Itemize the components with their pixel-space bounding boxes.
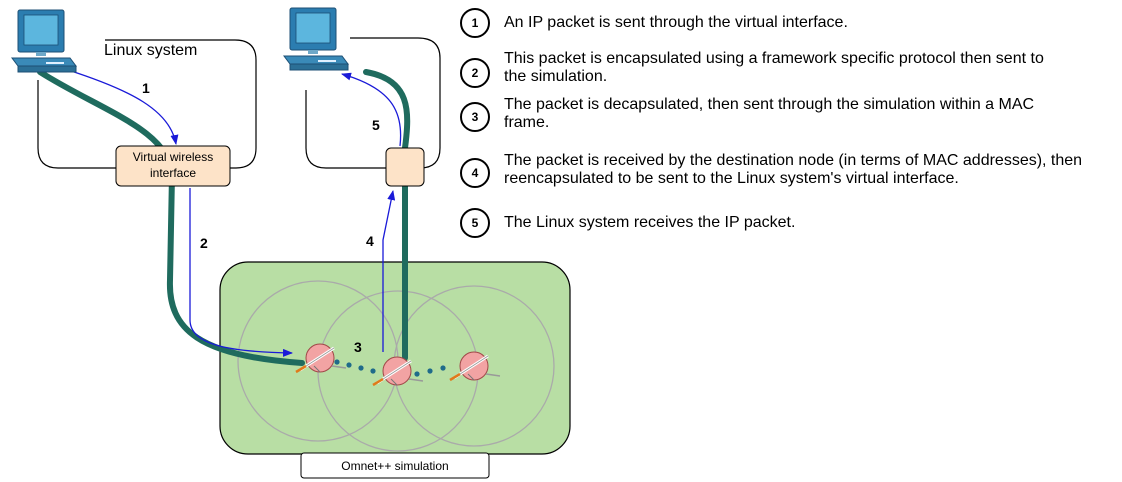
arrow-label-3: 3	[354, 339, 362, 355]
step-text-5: The Linux system receives the IP packet.	[504, 214, 796, 231]
step-text-3: The packet is decapsulated, then sent th…	[504, 96, 1035, 131]
simulation-label-box	[300, 452, 490, 479]
step-number-5: 5	[460, 208, 490, 238]
computer-icon-destination	[283, 7, 349, 71]
flow-arrow-4	[382, 190, 396, 352]
step-number-3: 3	[460, 102, 490, 132]
destination-interface-box	[385, 147, 425, 187]
arrow-label-5: 5	[372, 117, 380, 133]
step-number-1: 1	[460, 8, 490, 38]
step-number-4: 4	[460, 158, 490, 188]
arrow-label-2: 2	[200, 235, 208, 251]
step-text-1: An IP packet is sent through the virtual…	[504, 14, 848, 31]
linux-system-right-boundary	[305, 37, 441, 169]
step-number-2: 2	[460, 58, 490, 88]
virtual-interface-label-line2: interface	[150, 166, 196, 180]
simulation-label: Omnet++ simulation	[341, 459, 448, 473]
linux-system-left-boundary	[37, 39, 257, 169]
mac-link-dots	[334, 359, 446, 377]
flow-arrow-5	[341, 72, 402, 147]
virtual-interface-label-line1: Virtual wireless	[133, 150, 213, 164]
arrow-label-1: 1	[142, 80, 150, 96]
flow-arrow-2	[189, 188, 293, 357]
virtual-wireless-interface-box	[115, 145, 231, 187]
linux-system-label: Linux system	[104, 42, 197, 59]
step-text-2: This packet is encapsulated using a fram…	[504, 50, 1044, 85]
step-text-4: The packet is received by the destinatio…	[504, 152, 1083, 187]
flow-arrow-1	[67, 69, 179, 145]
tunnel-left	[37, 69, 305, 366]
arrow-label-4: 4	[366, 233, 374, 249]
computer-icon-source	[11, 9, 77, 73]
